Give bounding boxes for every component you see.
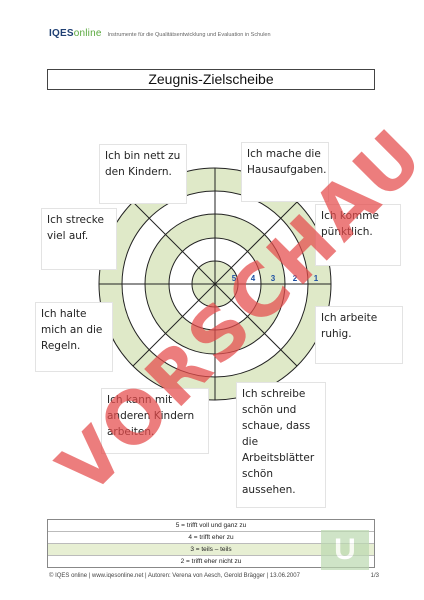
ring-number-5: 5 xyxy=(232,274,237,283)
rating-legend: 5 = trifft voll und ganz zu 4 = trifft e… xyxy=(47,519,375,568)
statement-neat-work: Ich schreibe schön und schaue, dass die … xyxy=(236,382,326,508)
ring-number-3: 3 xyxy=(271,274,276,283)
statement-nice-to-children: Ich bin nett zu den Kindern. xyxy=(99,144,187,204)
page-title: Zeugnis-Zielscheibe xyxy=(47,69,375,90)
statement-homework: Ich mache die Hausaufgaben. xyxy=(241,142,329,202)
statement-punctual: Ich komme pünktlich. xyxy=(315,204,401,266)
iqes-badge-logo: U xyxy=(321,530,369,570)
header-tagline: Instrumente für die Qualitätsentwicklung… xyxy=(107,32,271,38)
page-header: IQESonline Instrumente für die Qualitäts… xyxy=(49,28,271,39)
statement-work-with-others: Ich kann mit anderen Kindern arbeiten. xyxy=(101,388,209,454)
sector-line-diag-2 xyxy=(132,201,298,367)
footer-credits: © IQES online | www.iqesonline.net | Aut… xyxy=(49,573,300,579)
legend-item-4: 4 = trifft eher zu xyxy=(48,532,374,544)
statement-raise-hand: Ich strecke viel auf. xyxy=(41,208,117,270)
ring-number-2: 2 xyxy=(293,274,298,283)
legend-item-5: 5 = trifft voll und ganz zu xyxy=(48,520,374,532)
statement-follow-rules: Ich halte mich an die Regeln. xyxy=(35,302,113,372)
iqes-logo: IQESonline xyxy=(49,28,102,39)
footer-page-number: 1/3 xyxy=(370,573,379,579)
page-footer: © IQES online | www.iqesonline.net | Aut… xyxy=(49,573,379,579)
ring-number-1: 1 xyxy=(314,274,319,283)
statement-work-quietly: Ich arbeite ruhig. xyxy=(315,306,403,364)
legend-item-3: 3 = teils – teils xyxy=(48,544,374,556)
legend-item-2: 2 = trifft eher nicht zu xyxy=(180,558,242,565)
ring-number-4: 4 xyxy=(251,274,256,283)
